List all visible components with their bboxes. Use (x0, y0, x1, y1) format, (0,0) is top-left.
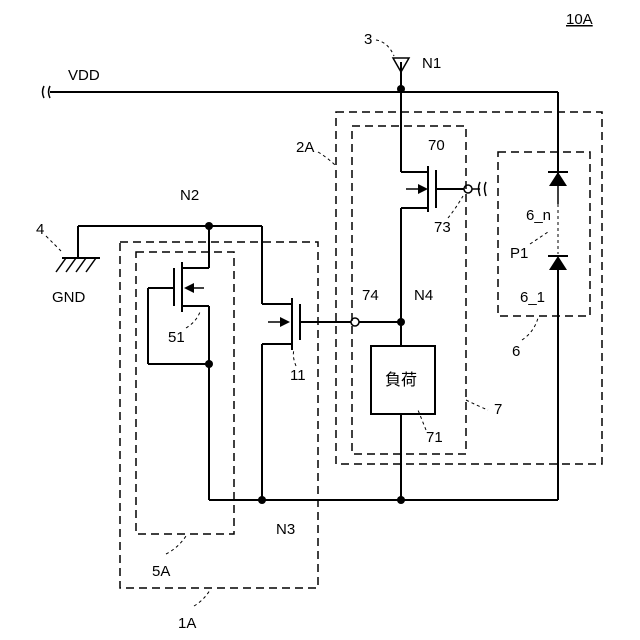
node-73-label: 73 (434, 219, 451, 236)
node-n3-label: N3 (276, 521, 295, 538)
load-71-text: 負荷 (385, 370, 417, 389)
gnd-symbol (56, 226, 262, 272)
node-n1-dot (397, 85, 405, 93)
block-6-label: 6 (512, 343, 520, 360)
load-71-label: 71 (426, 429, 443, 446)
p1-label: P1 (510, 245, 528, 262)
vdd-label: VDD (68, 67, 100, 84)
node-n4-label: N4 (414, 287, 433, 304)
diode-6n-label: 6_n (526, 207, 551, 224)
transistor-70-label: 70 (428, 137, 445, 154)
pad-3-label: 3 (364, 31, 372, 48)
t51-source-dot (205, 360, 213, 368)
block-7-label: 7 (494, 401, 502, 418)
block-2a-label: 2A (296, 139, 314, 156)
block-5a-label: 5A (152, 563, 170, 580)
node-n3-dot (258, 496, 266, 504)
load-bottom-dot (397, 496, 405, 504)
transistor-51 (148, 226, 209, 500)
transistor-11-label: 11 (290, 367, 306, 384)
diode-6-n (548, 172, 568, 204)
node-74-label: 74 (362, 287, 379, 304)
vdd-rail (43, 86, 559, 175)
vdd-pad-symbol (376, 40, 409, 92)
node-n1-label: N1 (422, 55, 441, 72)
transistor-11 (262, 226, 305, 500)
node-n2-label: N2 (180, 187, 199, 204)
gnd-label: GND (52, 289, 86, 306)
pad-4-label: 4 (36, 221, 44, 238)
transistor-51-label: 51 (168, 329, 185, 346)
block-5a-boundary (136, 252, 234, 534)
block-1a-label: 1A (178, 615, 196, 632)
figure-label: 10A (566, 11, 593, 28)
diode-6-1-label: 6_1 (520, 289, 545, 306)
